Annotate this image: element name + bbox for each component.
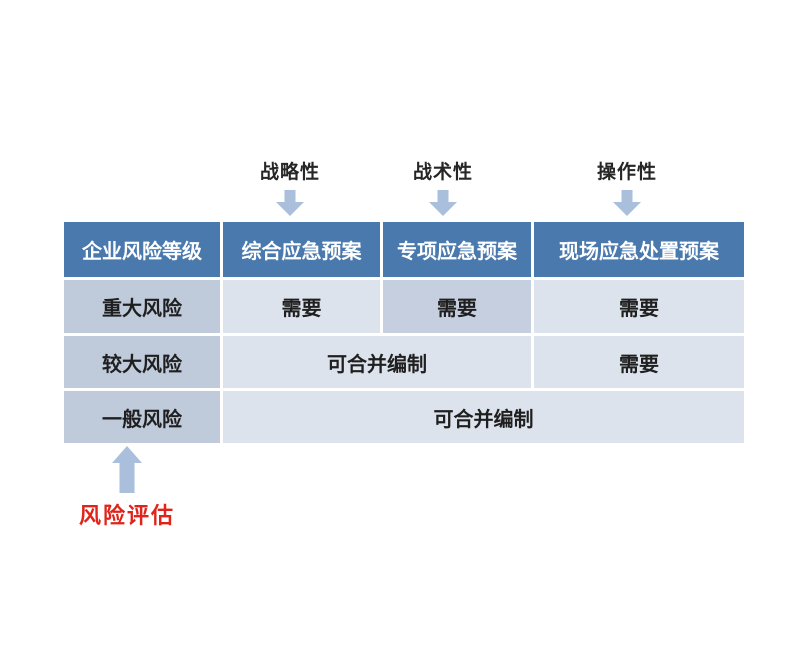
down-arrow-icon <box>613 190 641 216</box>
cell-general-merged: 可合并编制 <box>223 391 744 443</box>
down-arrow-icon <box>276 190 304 216</box>
header-cell-onsite-plan: 现场应急处置预案 <box>534 222 744 277</box>
plan-type-operational: 操作性 <box>567 161 687 216</box>
risk-assessment-annotation: 风险评估 <box>52 446 202 530</box>
plan-type-tactical-label: 战术性 <box>412 162 473 183</box>
level-cell-major-risk: 重大风险 <box>64 280 220 333</box>
risk-assessment-label: 风险评估 <box>78 503 175 528</box>
plan-type-operational-label: 操作性 <box>596 162 657 183</box>
header-cell-comprehensive-plan: 综合应急预案 <box>223 222 380 277</box>
up-arrow-icon <box>112 446 142 493</box>
cell-major-comprehensive: 需要 <box>223 280 380 333</box>
header-cell-special-plan: 专项应急预案 <box>383 222 531 277</box>
risk-plan-table: 企业风险等级 综合应急预案 专项应急预案 现场应急处置预案 重大风险 需要 需要… <box>64 222 744 443</box>
cell-larger-merged: 可合并编制 <box>223 336 531 388</box>
plan-type-strategic-label: 战略性 <box>259 162 320 183</box>
level-cell-general-risk: 一般风险 <box>64 391 220 443</box>
plan-type-strategic: 战略性 <box>230 161 350 216</box>
cell-major-onsite: 需要 <box>534 280 744 333</box>
level-cell-larger-risk: 较大风险 <box>64 336 220 388</box>
down-arrow-icon <box>429 190 457 216</box>
cell-larger-onsite: 需要 <box>534 336 744 388</box>
cell-major-special: 需要 <box>383 280 531 333</box>
header-cell-risk-level: 企业风险等级 <box>64 222 220 277</box>
plan-type-tactical: 战术性 <box>383 161 503 216</box>
